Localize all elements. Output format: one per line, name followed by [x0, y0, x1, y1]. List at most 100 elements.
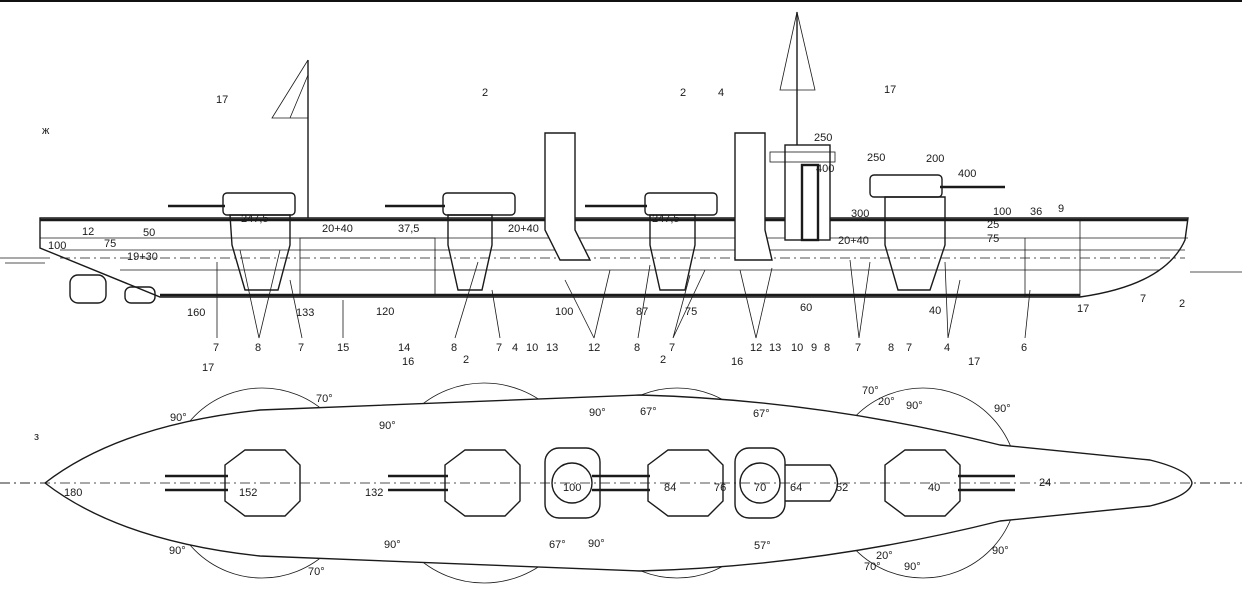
callout-number: 7 [669, 342, 675, 354]
armor-label: 75 [104, 238, 116, 250]
turret-2 [385, 192, 516, 291]
callout-number: 7 [855, 342, 861, 354]
plan-hull-outline [43, 394, 1193, 572]
callout-number: 2 [660, 354, 666, 366]
frame-number: 64 [790, 482, 802, 494]
angle-label: 70° [308, 566, 325, 578]
plan-funnel-2 [734, 447, 786, 519]
callout-number: 8 [255, 342, 261, 354]
frame-number: 60 [800, 302, 812, 314]
turret-4 [869, 174, 1005, 291]
label: 2 [482, 87, 488, 99]
callout-number: 8 [888, 342, 894, 354]
frame-number: 120 [376, 306, 394, 318]
callout-number: 16 [731, 356, 743, 368]
frame-number: 152 [239, 487, 257, 499]
plan-turret-2 [388, 449, 521, 517]
angle-label: 90° [588, 538, 605, 550]
plan-turret-3 [592, 449, 724, 517]
callout-number: 17 [202, 362, 214, 374]
armor-label: 20+40 [508, 223, 539, 235]
side-view: ж 17 2 2 4 17 250 400 250 200 400 247,5 … [0, 11, 1242, 354]
callout-number: 13 [769, 342, 781, 354]
frame-number: 2 [1179, 298, 1185, 310]
label: 2 [680, 87, 686, 99]
bridge-deck [769, 151, 836, 163]
callout-number: 14 [398, 342, 410, 354]
plan-view: з 17 16 2 2 16 17 90° 70° 90° 67° 90° 67… [0, 354, 1242, 584]
conning-tower [800, 163, 820, 242]
label: 400 [958, 168, 976, 180]
callout-number: 7 [213, 342, 219, 354]
label: 17 [884, 84, 896, 96]
armor-label: 300 [851, 208, 869, 220]
angle-label: 90° [169, 545, 186, 557]
armor-label: 19+30 [127, 251, 158, 263]
side-view-mark: ж [42, 125, 50, 137]
callout-number: 13 [546, 342, 558, 354]
angle-label: 67° [753, 408, 770, 420]
angle-label: 57° [754, 540, 771, 552]
plan-funnel-1-top [551, 462, 593, 504]
angle-label: 20° [876, 550, 893, 562]
armor-label: 25 [987, 219, 999, 231]
plan-funnel-1 [544, 447, 601, 519]
frame-number: 100 [555, 306, 573, 318]
funnel-1 [544, 132, 592, 261]
turret-1 [168, 192, 296, 291]
turret-3 [585, 192, 718, 291]
frame-number: 76 [714, 482, 726, 494]
angle-label: 70° [862, 385, 879, 397]
propeller [124, 286, 156, 304]
armor-label: 75 [987, 233, 999, 245]
callout-number: 17 [968, 356, 980, 368]
aft-mast-rigging [271, 59, 309, 119]
frame-number: 100 [563, 482, 581, 494]
frame-number: 24 [1039, 477, 1051, 489]
label: 400 [816, 163, 834, 175]
callout-number: 10 [526, 342, 538, 354]
frame-number: 75 [685, 306, 697, 318]
armor-label: 247,5 [652, 213, 680, 225]
callout-number: 8 [634, 342, 640, 354]
plan-view-mark: з [34, 431, 39, 443]
angle-label: 90° [906, 400, 923, 412]
plan-superstructure [785, 464, 839, 502]
armor-label: 100 [48, 240, 66, 252]
angle-label: 70° [316, 393, 333, 405]
plan-turret-1 [165, 449, 301, 517]
frame-number: 17 [1077, 303, 1089, 315]
angle-label: 70° [864, 561, 881, 573]
leader-lines [216, 249, 1031, 339]
frame-number: 160 [187, 307, 205, 319]
armor-label: 100 [993, 206, 1011, 218]
armor-label: 36 [1030, 206, 1042, 218]
label: 200 [926, 153, 944, 165]
frame-number: 70 [754, 482, 766, 494]
armor-label: 9 [1058, 203, 1064, 215]
label: 250 [814, 132, 832, 144]
label: 4 [718, 87, 724, 99]
frame-number: 133 [296, 307, 314, 319]
compartment-15 [299, 237, 436, 296]
forward-superstructure [784, 144, 831, 241]
angle-label: 90° [994, 403, 1011, 415]
angle-label: 90° [992, 545, 1009, 557]
callout-number: 2 [463, 354, 469, 366]
angle-label: 67° [640, 406, 657, 418]
callout-number: 10 [791, 342, 803, 354]
label: 250 [867, 152, 885, 164]
callout-number: 12 [588, 342, 600, 354]
callout-number: 6 [1021, 342, 1027, 354]
angle-label: 90° [589, 407, 606, 419]
frame-number: 132 [365, 487, 383, 499]
fore-mast-rigging [779, 11, 816, 91]
armor-label: 37,5 [398, 223, 419, 235]
callout-number: 4 [512, 342, 518, 354]
rudder [69, 274, 107, 304]
callout-number: 8 [451, 342, 457, 354]
plan-funnel-2-top [739, 462, 781, 504]
top-border-rule [0, 0, 1242, 2]
hull-outline [39, 217, 1189, 298]
